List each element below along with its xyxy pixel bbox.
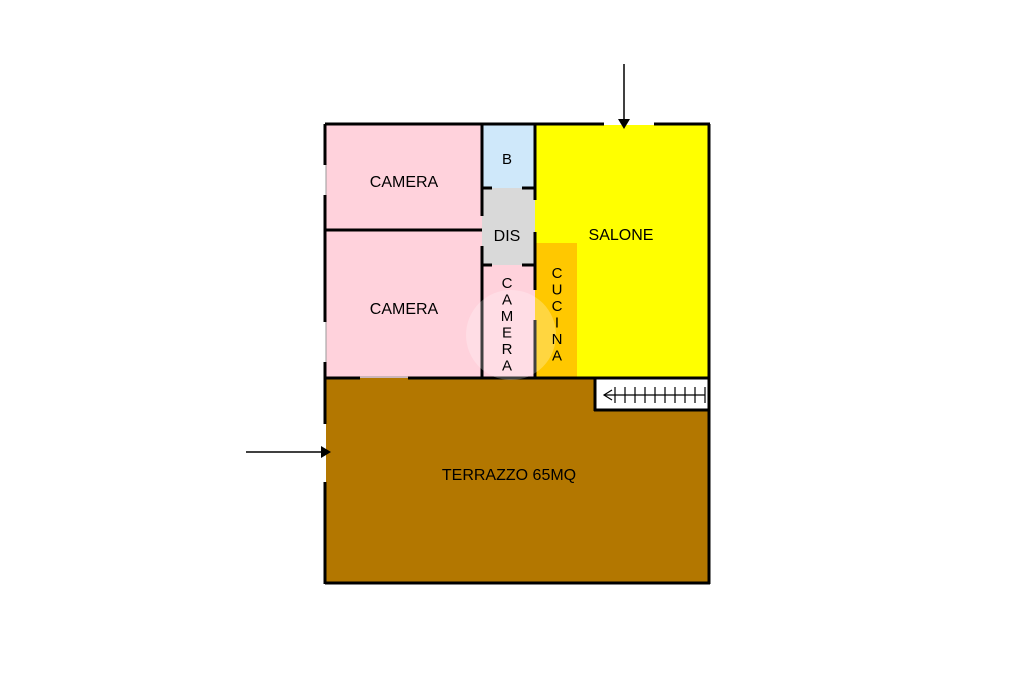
room-camera-top [326, 125, 482, 230]
stair-steps [602, 387, 706, 403]
room-bagno [482, 125, 535, 188]
entrance-arrow-left-icon [246, 446, 331, 458]
label-camera-small-letter: M [501, 308, 514, 325]
label-cucina-letter: I [555, 315, 559, 332]
room-disimpegno [482, 188, 535, 265]
openings [325, 165, 408, 378]
label-cucina-letter: C [552, 298, 563, 315]
label-disimpegno: DIS [494, 228, 521, 245]
label-cucina-letter: C [552, 265, 563, 282]
walls [323, 122, 711, 585]
label-cucina-letter: U [552, 282, 563, 299]
label-cucina-letter: A [552, 348, 562, 365]
label-cucina-letter: N [552, 331, 563, 348]
label-camera-middle: CAMERA [370, 301, 439, 318]
room-terrazzo [326, 378, 709, 583]
room-camera-small [482, 265, 535, 378]
label-camera-small: CAMERA [501, 275, 514, 375]
entrance-arrow-top-icon [618, 64, 630, 129]
label-camera-small-letter: R [502, 341, 513, 358]
room-cucina [535, 243, 577, 378]
label-camera-small-letter: E [502, 325, 512, 342]
room-camera-middle [326, 230, 482, 378]
label-camera-small-letter: A [502, 292, 512, 309]
label-camera-top: CAMERA [370, 174, 439, 191]
staircase [595, 378, 709, 410]
watermark-logo [466, 290, 556, 380]
label-terrazzo: TERRAZZO 65MQ [442, 467, 576, 484]
label-camera-small-letter: A [502, 358, 512, 375]
label-salone: SALONE [589, 227, 654, 244]
label-bagno: B [502, 151, 512, 168]
label-camera-small-letter: C [502, 275, 513, 292]
